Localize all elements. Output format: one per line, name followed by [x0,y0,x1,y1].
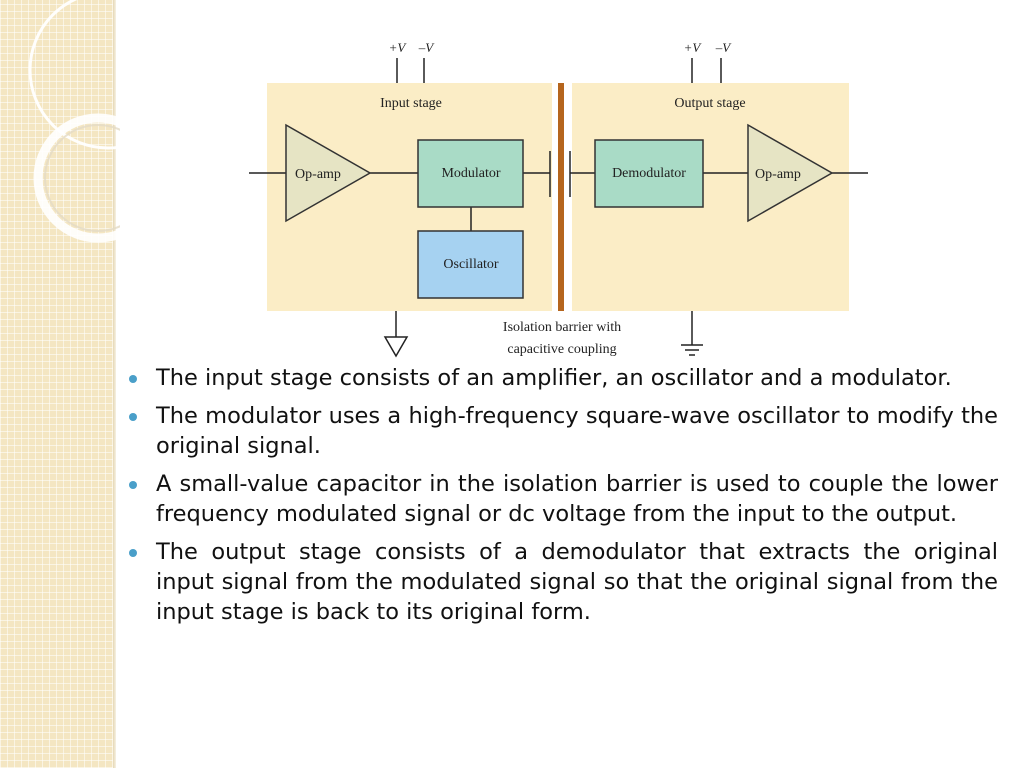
isolation-amplifier-diagram: +V –V +V –V Input stage Output stage Op-… [249,40,868,358]
modulator-label: Modulator [441,166,500,181]
input-opamp-symbol [285,123,372,223]
modulator-block [417,139,524,208]
side-strip-edge [113,0,116,768]
demodulator-label: Demodulator [612,166,686,181]
output-opamp-symbol [747,123,834,223]
deco-ring-large [28,0,120,150]
bullet-text: The input stage consists of an amplifier… [156,365,952,391]
bullet-item: A small-value capacitor in the isolation… [128,469,998,529]
barrier-caption-line2: capacitive coupling [507,342,616,357]
input-minus-v-label: –V [418,40,436,55]
bullet-item: The output stage consists of a demodulat… [128,537,998,627]
input-ground-symbol [383,336,409,358]
bullet-list: The input stage consists of an amplifier… [128,363,998,635]
isolation-barrier [558,83,564,311]
bullet-item: The modulator uses a high-frequency squa… [128,401,998,461]
output-stage-title: Output stage [674,96,745,111]
bullet-text: The modulator uses a high-frequency squa… [156,403,998,459]
bullet-dot-icon [129,481,137,489]
decorative-rings [28,0,120,243]
deco-ring-medium [33,113,120,243]
bullet-dot-icon [129,549,137,557]
input-stage-title: Input stage [380,96,442,111]
oscillator-label: Oscillator [443,257,499,272]
input-plus-v-label: +V [389,40,408,55]
bullet-item: The input stage consists of an amplifier… [128,363,998,393]
deco-ring-medium-inner [44,124,120,232]
bullet-text: The output stage consists of a demodulat… [156,539,998,625]
output-plus-v-label: +V [684,40,703,55]
bullet-text: A small-value capacitor in the isolation… [156,471,998,527]
barrier-caption-line1: Isolation barrier with [503,320,621,335]
output-minus-v-label: –V [715,40,733,55]
input-opamp-label: Op-amp [295,167,341,182]
output-opamp-label: Op-amp [755,167,801,182]
bullet-dot-icon [129,413,137,421]
demodulator-block [594,139,704,208]
bullet-dot-icon [129,375,137,383]
oscillator-block [417,230,524,299]
